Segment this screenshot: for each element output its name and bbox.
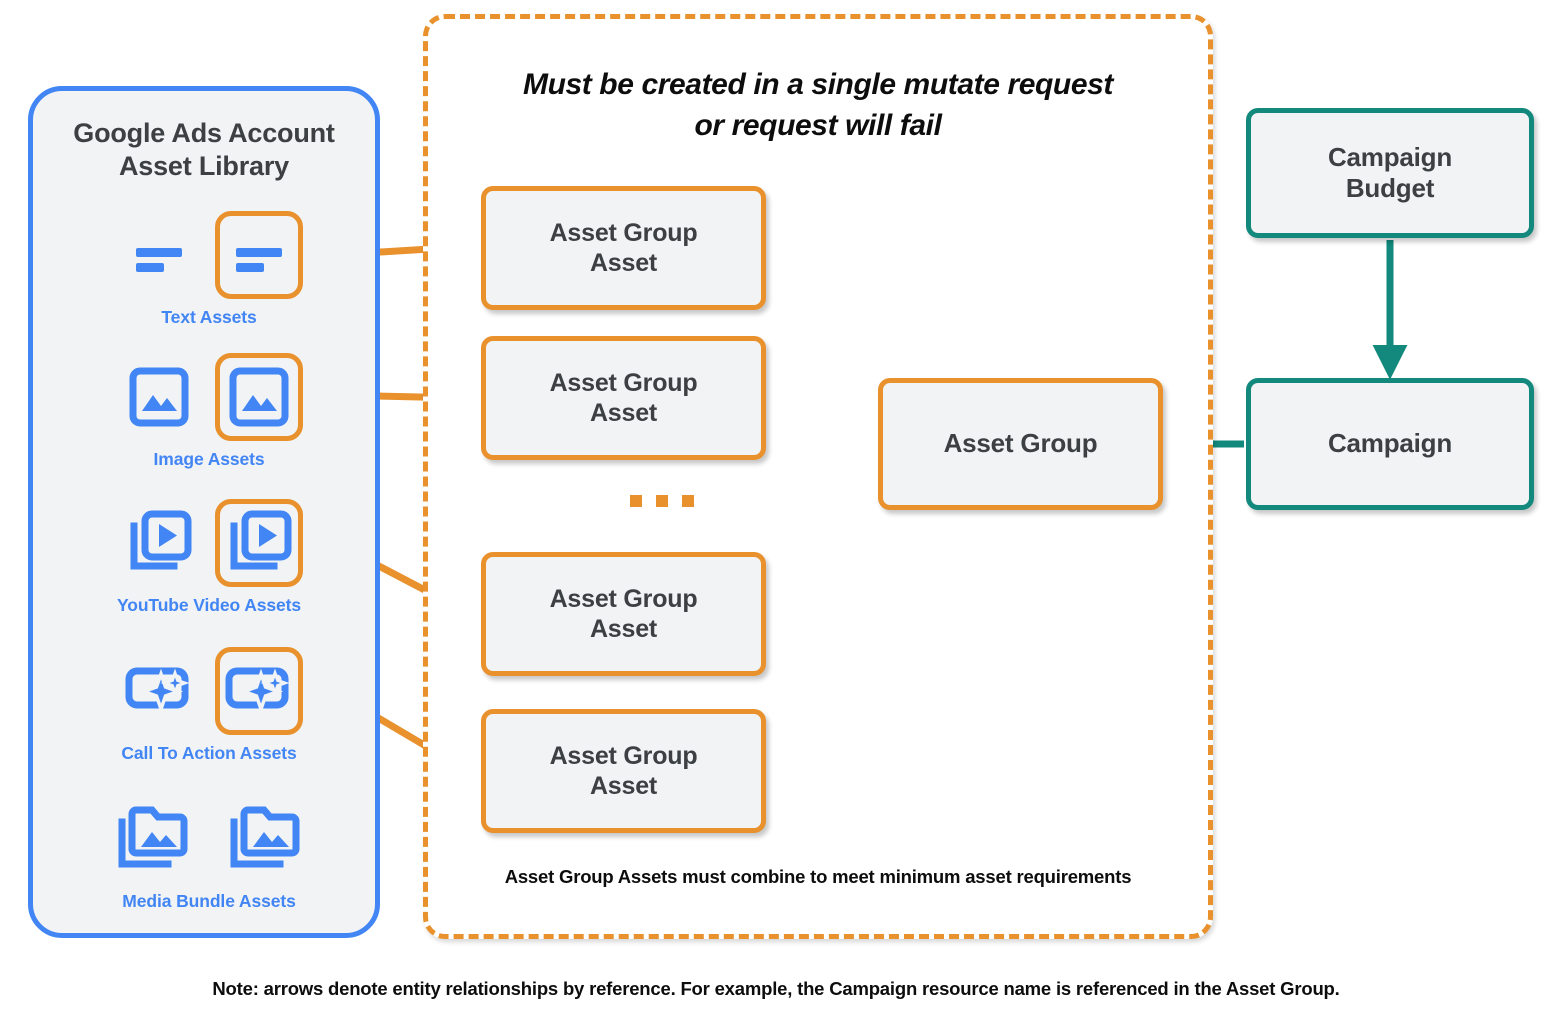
aga-2-line1: Asset Group xyxy=(549,369,698,397)
text-lines-icon-highlighted[interactable] xyxy=(215,211,303,299)
asset-group-node[interactable]: Asset Group xyxy=(878,378,1163,510)
call-to-action-icon xyxy=(115,647,203,735)
image-icon-highlighted[interactable] xyxy=(215,353,303,441)
campaign-node[interactable]: Campaign xyxy=(1246,378,1534,510)
image-icon xyxy=(115,353,203,441)
asset-caption-video: YouTube Video Assets xyxy=(116,595,302,615)
asset-row-cta: Call To Action Assets xyxy=(33,643,385,764)
mutate-request-title: Must be created in a single mutate reque… xyxy=(458,65,1178,146)
media-bundle-icon xyxy=(109,795,197,883)
asset-row-image: Image Assets xyxy=(33,349,385,470)
asset-row-text: Text Assets xyxy=(33,207,385,328)
asset-caption-text: Text Assets xyxy=(161,307,257,327)
ellipsis-dot-2 xyxy=(656,495,668,507)
media-bundle-icon-2 xyxy=(221,795,309,883)
call-to-action-icon-highlighted[interactable] xyxy=(215,647,303,735)
aga-4-line2: Asset xyxy=(589,772,658,800)
asset-group-asset-node-3[interactable]: Asset Group Asset xyxy=(481,552,766,676)
asset-row-media-bundle: Media Bundle Assets xyxy=(33,791,385,912)
aga-2-line2: Asset xyxy=(589,399,658,427)
asset-group-label: Asset Group xyxy=(943,428,1098,459)
asset-caption-cta: Call To Action Assets xyxy=(121,743,297,763)
asset-caption-image: Image Assets xyxy=(153,449,265,469)
campaign-budget-line2: Budget xyxy=(1345,173,1435,203)
mutate-title-line1: Must be created in a single mutate reque… xyxy=(522,68,1114,101)
asset-library-title: Google Ads Account Asset Library xyxy=(33,117,375,183)
aga-4-line1: Asset Group xyxy=(549,742,698,770)
mutate-title-line2: or request will fail xyxy=(694,108,942,142)
asset-caption-media-bundle: Media Bundle Assets xyxy=(122,891,296,911)
ellipsis-dot-1 xyxy=(630,495,642,507)
campaign-label: Campaign xyxy=(1327,428,1453,459)
aga-3-line1: Asset Group xyxy=(549,585,698,613)
ellipsis-dot-3 xyxy=(682,495,694,507)
asset-group-asset-node-2[interactable]: Asset Group Asset xyxy=(481,336,766,460)
aga-1-line2: Asset xyxy=(589,249,658,277)
mutate-footer-note: Asset Group Assets must combine to meet … xyxy=(504,866,1132,887)
asset-group-asset-node-4[interactable]: Asset Group Asset xyxy=(481,709,766,833)
aga-1-line1: Asset Group xyxy=(549,219,698,247)
aga-3-line2: Asset xyxy=(589,615,658,643)
ellipsis-indicator xyxy=(630,495,694,507)
asset-library-panel: Google Ads Account Asset Library xyxy=(28,86,380,938)
asset-library-title-line1: Google Ads Account xyxy=(73,118,335,148)
asset-library-title-line2: Asset Library xyxy=(119,150,289,181)
asset-row-video: YouTube Video Assets xyxy=(33,495,385,616)
video-play-icon xyxy=(115,499,203,587)
text-lines-icon xyxy=(115,211,203,299)
campaign-budget-node[interactable]: Campaign Budget xyxy=(1246,108,1534,238)
campaign-budget-line1: Campaign xyxy=(1327,141,1453,172)
video-play-icon-highlighted[interactable] xyxy=(215,499,303,587)
diagram-note: Note: arrows denote entity relationships… xyxy=(212,978,1340,999)
asset-group-asset-node-1[interactable]: Asset Group Asset xyxy=(481,186,766,310)
